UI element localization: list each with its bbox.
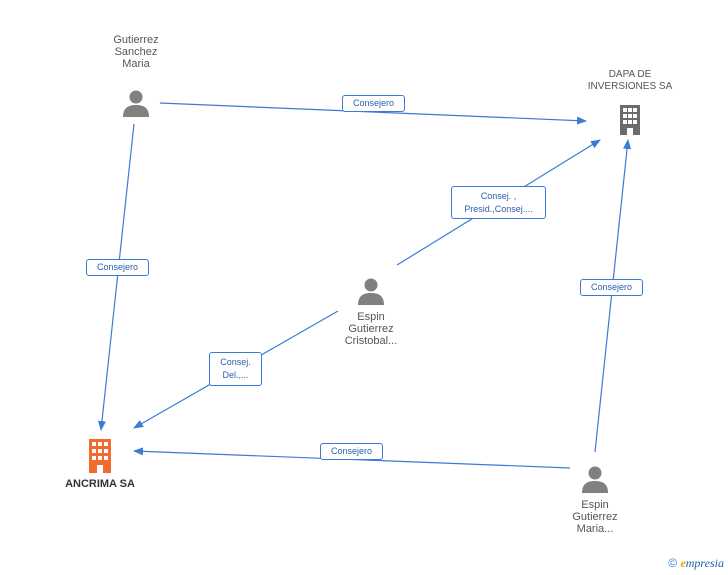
node-espin-gutierrez-cristobal[interactable]: Espin Gutierrez Cristobal... bbox=[326, 276, 416, 347]
person-icon bbox=[123, 90, 149, 117]
node-label: INVERSIONES SA bbox=[587, 81, 673, 92]
person-icon bbox=[358, 278, 384, 305]
node-label: Cristobal... bbox=[344, 335, 398, 347]
node-espin-gutierrez-maria[interactable]: Espin Gutierrez Maria... bbox=[553, 464, 637, 535]
edge-label-text: Consejero bbox=[96, 262, 139, 272]
edge-label-text: Del.,... bbox=[222, 370, 249, 380]
node-label: DAPA DE bbox=[608, 69, 652, 80]
node-label: Espin bbox=[357, 311, 385, 323]
node-ancrima[interactable]: ANCRIMA SA bbox=[54, 437, 146, 490]
footer-brand: © empresia bbox=[668, 556, 724, 571]
edge-label-egm-to-ancrima[interactable]: Consejero bbox=[320, 443, 383, 460]
edge-gsm-to-ancrima[interactable] bbox=[97, 123, 135, 431]
edge-label-text: Consej. , bbox=[480, 191, 517, 201]
node-label: Maria... bbox=[576, 523, 614, 535]
node-label: Gutierrez bbox=[113, 34, 159, 46]
edge-label-text: Consejero bbox=[590, 282, 633, 292]
node-label: Maria bbox=[122, 58, 150, 70]
edge-label-text: Presid.,Consej.... bbox=[464, 204, 533, 214]
edge-label-gsm-to-dapa[interactable]: Consejero bbox=[342, 95, 405, 112]
edge-label-text: Consejero bbox=[352, 98, 395, 108]
edge-label-egc-to-ancrima[interactable]: Consej. Del.,... bbox=[209, 352, 262, 386]
node-label: Sanchez bbox=[114, 46, 158, 58]
edge-gsm-to-dapa[interactable] bbox=[159, 102, 587, 125]
node-gutierrez-sanchez-maria[interactable]: Gutierrez Sanchez Maria bbox=[96, 34, 176, 118]
edge-label-egm-to-dapa[interactable]: Consejero bbox=[580, 279, 643, 296]
node-label: Espin bbox=[581, 499, 609, 511]
building-icon bbox=[89, 439, 111, 473]
node-dapa-de-inversiones[interactable]: DAPA DE INVERSIONES SA bbox=[578, 69, 682, 135]
brand-logo: empresia bbox=[680, 556, 724, 570]
copyright-icon: © bbox=[668, 556, 678, 570]
edge-label-gsm-to-ancrima[interactable]: Consejero bbox=[86, 259, 149, 276]
edge-label-text: Consejero bbox=[330, 446, 373, 456]
node-label: ANCRIMA SA bbox=[65, 478, 135, 490]
edge-label-text: Consej. bbox=[220, 357, 251, 367]
person-icon bbox=[582, 466, 608, 493]
edge-label-egc-to-dapa[interactable]: Consej. , Presid.,Consej.... bbox=[451, 186, 546, 219]
node-label: Gutierrez bbox=[572, 511, 618, 523]
edge-egm-to-dapa[interactable] bbox=[594, 139, 632, 453]
building-icon bbox=[620, 105, 640, 135]
node-label: Gutierrez bbox=[348, 323, 394, 335]
